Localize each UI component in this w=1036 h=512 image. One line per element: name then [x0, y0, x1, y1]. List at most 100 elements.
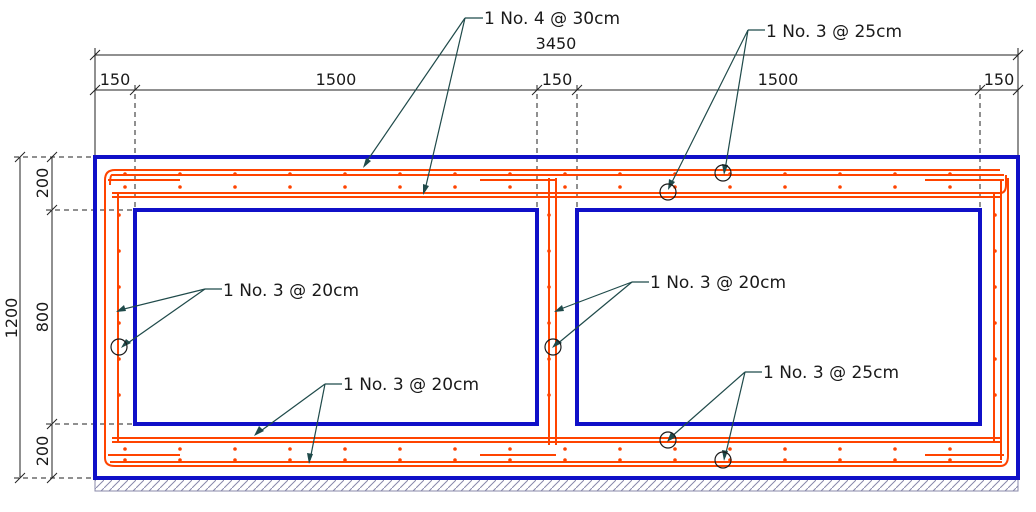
rebar-dot: [993, 213, 997, 217]
rebar-layout: [104, 169, 1009, 467]
rebar-dot: [123, 447, 127, 451]
rebar-dot: [993, 357, 997, 361]
rebar-dots: [117, 172, 997, 462]
rebar-dot: [178, 447, 182, 451]
rebar-dot: [343, 185, 347, 189]
rebar-dot: [673, 458, 677, 462]
rebar-dot: [948, 185, 952, 189]
dimension-lines: [14, 48, 1024, 484]
label-top-main-bar: 1 No. 4 @ 30cm: [484, 9, 620, 29]
rebar-dot: [398, 172, 402, 176]
rebar-dot: [728, 447, 732, 451]
rebar-dot: [123, 185, 127, 189]
concrete-outline: [93, 155, 1020, 480]
ground-hatch: [94, 478, 1019, 492]
rebar-dot: [673, 447, 677, 451]
rebar-dot: [563, 447, 567, 451]
label-middle-wall-bar: 1 No. 3 @ 20cm: [650, 273, 786, 293]
rebar-dot: [618, 185, 622, 189]
rebar-dot: [117, 213, 121, 217]
dimension-segment-3: 150: [542, 70, 573, 89]
rebar-dot: [838, 447, 842, 451]
rebar-dot: [838, 172, 842, 176]
rebar-dot: [453, 458, 457, 462]
rebar-dot: [618, 172, 622, 176]
dimension-segment-4: 1500: [758, 70, 799, 89]
left-cell-opening: [133, 208, 539, 426]
rebar-dot: [993, 393, 997, 397]
rebar-dot: [547, 213, 551, 217]
dimension-segment-1: 150: [100, 70, 131, 89]
rebar-dot: [993, 321, 997, 325]
rebar-dot: [343, 172, 347, 176]
rebar-dot: [233, 447, 237, 451]
rebar-dot: [508, 447, 512, 451]
rebar-dot: [508, 172, 512, 176]
rebar-dot: [123, 172, 127, 176]
rebar-dot: [563, 458, 567, 462]
rebar-dot: [178, 185, 182, 189]
rebar-dot: [508, 185, 512, 189]
rebar-dot: [547, 249, 551, 253]
rebar-dot: [948, 172, 952, 176]
rebar-dot: [123, 458, 127, 462]
rebar-dot: [398, 458, 402, 462]
rebar-dot: [343, 447, 347, 451]
rebar-dot: [993, 285, 997, 289]
rebar-dot: [117, 357, 121, 361]
rebar-dot: [563, 172, 567, 176]
rebar-dot: [783, 458, 787, 462]
rebar-dot: [117, 321, 121, 325]
leader-lines: [119, 17, 765, 461]
rebar-dot: [288, 185, 292, 189]
rebar-dot: [343, 458, 347, 462]
label-bottom-secondary-bar: 1 No. 3 @ 25cm: [763, 363, 899, 383]
rebar-dot: [233, 185, 237, 189]
rebar-dot: [993, 249, 997, 253]
rebar-dot: [838, 458, 842, 462]
rebar-dot: [233, 172, 237, 176]
dimension-height-bottom-slab: 200: [33, 436, 52, 467]
dimension-segment-2: 1500: [316, 70, 357, 89]
rebar-dot: [117, 285, 121, 289]
rebar-dot: [728, 185, 732, 189]
rebar-dot: [547, 393, 551, 397]
rebar-dot: [893, 458, 897, 462]
rebar-dot: [398, 185, 402, 189]
rebar-dot: [893, 447, 897, 451]
label-left-wall-bar: 1 No. 3 @ 20cm: [223, 281, 359, 301]
rebar-dot: [563, 185, 567, 189]
dimension-segment-5: 150: [984, 70, 1015, 89]
dimension-height-cell: 800: [33, 302, 52, 333]
rebar-dot: [838, 185, 842, 189]
overall-height-dimension: 1200: [2, 298, 21, 339]
rebar-dot: [618, 458, 622, 462]
rebar-dot: [783, 447, 787, 451]
rebar-dot: [288, 172, 292, 176]
rebar-dot: [288, 458, 292, 462]
label-top-secondary-bar: 1 No. 3 @ 25cm: [766, 22, 902, 42]
rebar-dot: [547, 321, 551, 325]
rebar-dot: [893, 185, 897, 189]
rebar-dot: [948, 458, 952, 462]
leader-arrowheads: [116, 158, 728, 464]
rebar-dot: [783, 172, 787, 176]
rebar-dot: [547, 357, 551, 361]
rebar-dot: [398, 447, 402, 451]
rebar-dot: [288, 447, 292, 451]
rebar-dot: [453, 172, 457, 176]
rebar-dot: [178, 172, 182, 176]
rebar-dot: [453, 447, 457, 451]
overall-width-dimension: 3450: [536, 34, 577, 53]
right-cell-opening: [575, 208, 982, 426]
rebar-dot: [618, 447, 622, 451]
rebar-dot: [117, 393, 121, 397]
rebar-dot: [893, 172, 897, 176]
label-bottom-main-bar: 1 No. 3 @ 20cm: [343, 375, 479, 395]
rebar-dot: [178, 458, 182, 462]
rebar-dot: [948, 447, 952, 451]
rebar-dot: [117, 249, 121, 253]
rebar-dot: [783, 185, 787, 189]
rebar-dot: [547, 285, 551, 289]
